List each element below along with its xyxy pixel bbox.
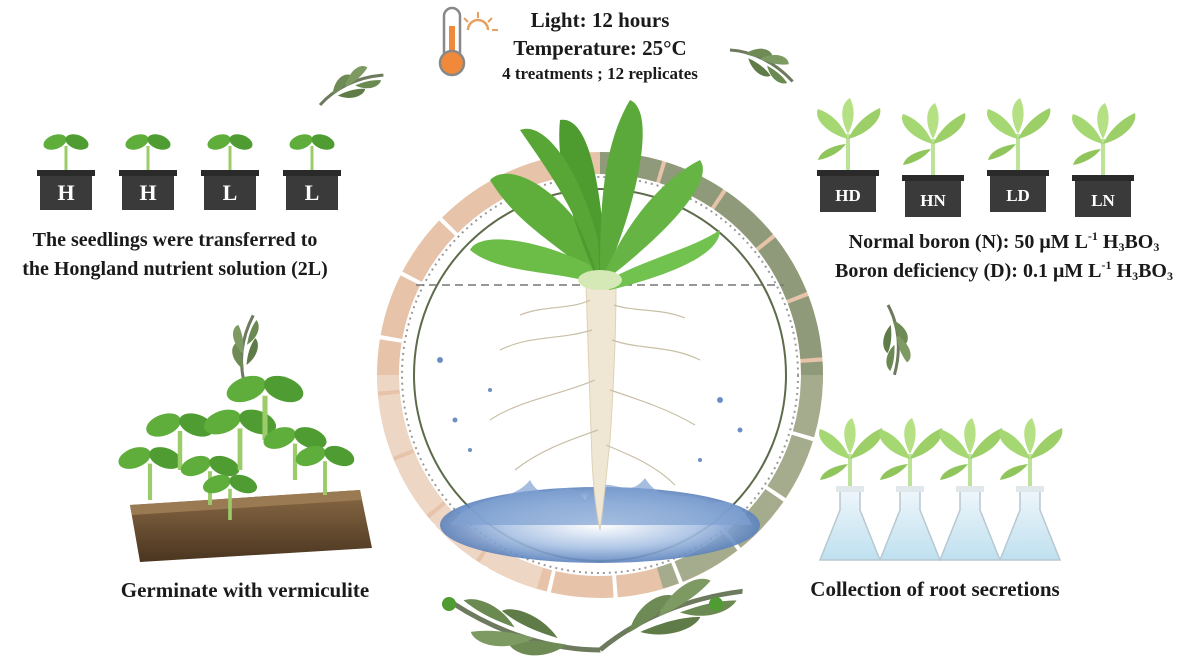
transfer-caption-line2: the Hongland nutrient solution (2L) [22, 258, 328, 280]
pot: H [119, 129, 177, 210]
pot: L [283, 129, 341, 210]
deficient-boron-line: Boron deficiency (D): 0.1 μM L-1 H3BO3 [835, 258, 1173, 283]
pot: LN [1070, 101, 1138, 217]
thermometer-icon [438, 6, 466, 77]
growth-conditions: Light: 12 hours Temperature: 25°C 4 trea… [470, 6, 730, 86]
pot-label: H [139, 180, 156, 205]
plant-root [489, 284, 701, 531]
flask [997, 416, 1065, 561]
flask [817, 416, 885, 561]
leaf-wreath-icon [442, 566, 748, 668]
pot-label: H [57, 180, 74, 205]
leaf-arrow-icon [222, 310, 265, 388]
leaf-arrow-icon [725, 30, 803, 92]
normal-boron-line: Normal boron (N): 50 μM L-1 H3BO3 [848, 229, 1160, 254]
pot-label: L [223, 180, 238, 205]
pot-label: LN [1091, 191, 1115, 210]
flask [937, 416, 1005, 561]
pot: HD [815, 96, 883, 212]
pot: L [201, 129, 259, 210]
vermiculite-tray [115, 371, 372, 562]
boron-treatment-caption: Normal boron (N): 50 μM L-1 H3BO3 Boron … [808, 228, 1200, 286]
leaf-arrow-icon [310, 57, 389, 113]
transfer-pots: H H L L [37, 129, 341, 210]
pot-label: HD [835, 186, 861, 205]
germinate-caption: Germinate with vermiculite [120, 578, 370, 602]
pot-label: L [305, 180, 320, 205]
temperature-condition: Temperature: 25°C [513, 36, 687, 61]
treatment-pots: HD HN LD LN [815, 96, 1138, 217]
light-condition: Light: 12 hours [530, 8, 670, 32]
collection-caption: Collection of root secretions [810, 577, 1060, 601]
plant-leaves [470, 100, 720, 290]
leaf-arrow-icon [880, 302, 913, 377]
growth-cycle-ring [377, 152, 823, 598]
collection-flasks [817, 416, 1065, 561]
pot: LD [985, 96, 1053, 212]
pot: HN [900, 101, 968, 217]
transfer-caption: The seedlings were transferred to the Ho… [0, 226, 350, 284]
pot-label: HN [920, 191, 946, 210]
transfer-caption-line1: The seedlings were transferred to [32, 229, 318, 251]
flask [877, 416, 945, 561]
sun-icon [463, 12, 498, 31]
pot: H [37, 129, 95, 210]
experimental-design: 4 treatments ; 12 replicates [502, 63, 698, 83]
pot-label: LD [1006, 186, 1030, 205]
